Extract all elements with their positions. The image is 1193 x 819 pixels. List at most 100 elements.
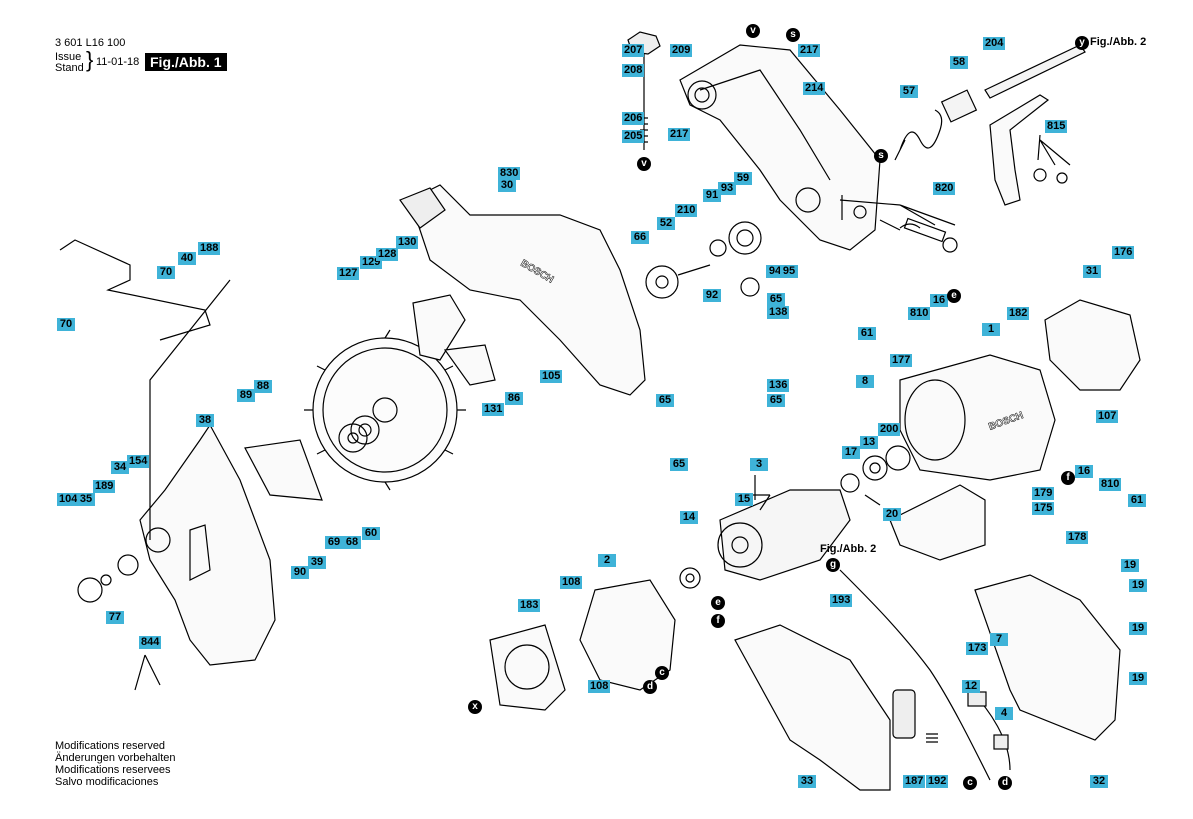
part-callout: 12 bbox=[962, 680, 980, 693]
part-callout: 39 bbox=[308, 556, 326, 569]
figure-ref: Fig./Abb. 2 bbox=[820, 543, 877, 555]
part-callout: 189 bbox=[93, 480, 116, 493]
part-callout: 206 bbox=[622, 112, 645, 125]
connection-marker: d bbox=[643, 680, 657, 694]
part-callout: 3 bbox=[750, 458, 768, 471]
part-callout: 127 bbox=[337, 267, 360, 280]
part-callout: 95 bbox=[780, 265, 798, 278]
part-callout: 15 bbox=[735, 493, 753, 506]
part-callout: 77 bbox=[106, 611, 124, 624]
part-callout: 830 bbox=[498, 167, 521, 180]
issue-date: 11-01-18 bbox=[96, 56, 140, 68]
part-callout: 68 bbox=[343, 536, 361, 549]
part-callout: 14 bbox=[680, 511, 698, 524]
part-callout: 131 bbox=[482, 403, 505, 416]
part-callout: 7 bbox=[990, 633, 1008, 646]
part-callout: 57 bbox=[900, 85, 918, 98]
part-callout: 154 bbox=[127, 455, 150, 468]
part-callout: 208 bbox=[622, 64, 645, 77]
part-callout: 16 bbox=[1075, 465, 1093, 478]
part-callout: 52 bbox=[657, 217, 675, 230]
part-callout: 207 bbox=[622, 44, 645, 57]
part-callout: 61 bbox=[858, 327, 876, 340]
part-callout: 182 bbox=[1007, 307, 1030, 320]
part-callout: 844 bbox=[139, 636, 162, 649]
connection-marker: s bbox=[786, 28, 800, 42]
part-callout: 810 bbox=[1099, 478, 1122, 491]
part-callout: 91 bbox=[703, 189, 721, 202]
part-number: 3 601 L16 100 bbox=[55, 37, 126, 49]
part-callout: 4 bbox=[995, 707, 1013, 720]
part-callout: 205 bbox=[622, 130, 645, 143]
part-callout: 187 bbox=[903, 775, 926, 788]
part-callout: 136 bbox=[767, 379, 790, 392]
part-callout: 33 bbox=[798, 775, 816, 788]
connection-marker: x bbox=[468, 700, 482, 714]
part-callout: 19 bbox=[1129, 672, 1147, 685]
figure-label: Fig./Abb. 1 bbox=[145, 53, 227, 71]
part-callout: 70 bbox=[57, 318, 75, 331]
part-callout: 108 bbox=[560, 576, 583, 589]
part-callout: 88 bbox=[254, 380, 272, 393]
connection-marker: d bbox=[998, 776, 1012, 790]
part-callout: 810 bbox=[908, 307, 931, 320]
footer-note: Modifications reserved bbox=[55, 740, 166, 752]
part-callout: 1 bbox=[982, 323, 1000, 336]
part-callout: 204 bbox=[983, 37, 1006, 50]
part-callout: 38 bbox=[196, 414, 214, 427]
connection-marker: c bbox=[655, 666, 669, 680]
part-callout: 104 bbox=[57, 493, 80, 506]
part-callout: 65 bbox=[767, 394, 785, 407]
part-callout: 210 bbox=[675, 204, 698, 217]
brace: } bbox=[86, 47, 94, 72]
part-callout: 188 bbox=[198, 242, 221, 255]
part-callout: 177 bbox=[890, 354, 913, 367]
part-callout: 31 bbox=[1083, 265, 1101, 278]
part-callout: 176 bbox=[1112, 246, 1135, 259]
part-callout: 92 bbox=[703, 289, 721, 302]
part-callout: 209 bbox=[670, 44, 693, 57]
part-callout: 193 bbox=[830, 594, 853, 607]
connection-marker: s bbox=[874, 149, 888, 163]
connection-marker: f bbox=[711, 614, 725, 628]
footer-note: Änderungen vorbehalten bbox=[55, 752, 176, 764]
part-callout: 175 bbox=[1032, 502, 1055, 515]
part-callout: 19 bbox=[1129, 579, 1147, 592]
part-callout: 70 bbox=[157, 266, 175, 279]
part-callout: 89 bbox=[237, 389, 255, 402]
part-callout: 60 bbox=[362, 527, 380, 540]
part-callout: 173 bbox=[966, 642, 989, 655]
part-callout: 178 bbox=[1066, 531, 1089, 544]
connection-marker: e bbox=[947, 289, 961, 303]
part-callout: 69 bbox=[325, 536, 343, 549]
part-callout: 217 bbox=[798, 44, 821, 57]
part-callout: 13 bbox=[860, 436, 878, 449]
part-callout: 93 bbox=[718, 182, 736, 195]
connection-marker: g bbox=[826, 558, 840, 572]
part-callout: 108 bbox=[588, 680, 611, 693]
part-callout: 86 bbox=[505, 392, 523, 405]
part-callout: 90 bbox=[291, 566, 309, 579]
part-callout: 105 bbox=[540, 370, 563, 383]
part-callout: 214 bbox=[803, 82, 826, 95]
issue-label: Issue bbox=[55, 51, 82, 63]
part-callout: 20 bbox=[883, 508, 901, 521]
part-callout: 40 bbox=[178, 252, 196, 265]
part-callout: 217 bbox=[668, 128, 691, 141]
part-callout: 19 bbox=[1121, 559, 1139, 572]
connection-marker: e bbox=[711, 596, 725, 610]
part-callout: 183 bbox=[518, 599, 541, 612]
part-callout: 200 bbox=[878, 423, 901, 436]
connection-marker: v bbox=[746, 24, 760, 38]
part-callout: 32 bbox=[1090, 775, 1108, 788]
part-callout: 94 bbox=[766, 265, 784, 278]
part-callout: 130 bbox=[396, 236, 419, 249]
stand-label: Stand bbox=[55, 62, 84, 74]
part-callout: 192 bbox=[926, 775, 949, 788]
part-callout: 815 bbox=[1045, 120, 1068, 133]
part-callout: 107 bbox=[1096, 410, 1119, 423]
part-callout: 179 bbox=[1032, 487, 1055, 500]
connection-marker: c bbox=[963, 776, 977, 790]
